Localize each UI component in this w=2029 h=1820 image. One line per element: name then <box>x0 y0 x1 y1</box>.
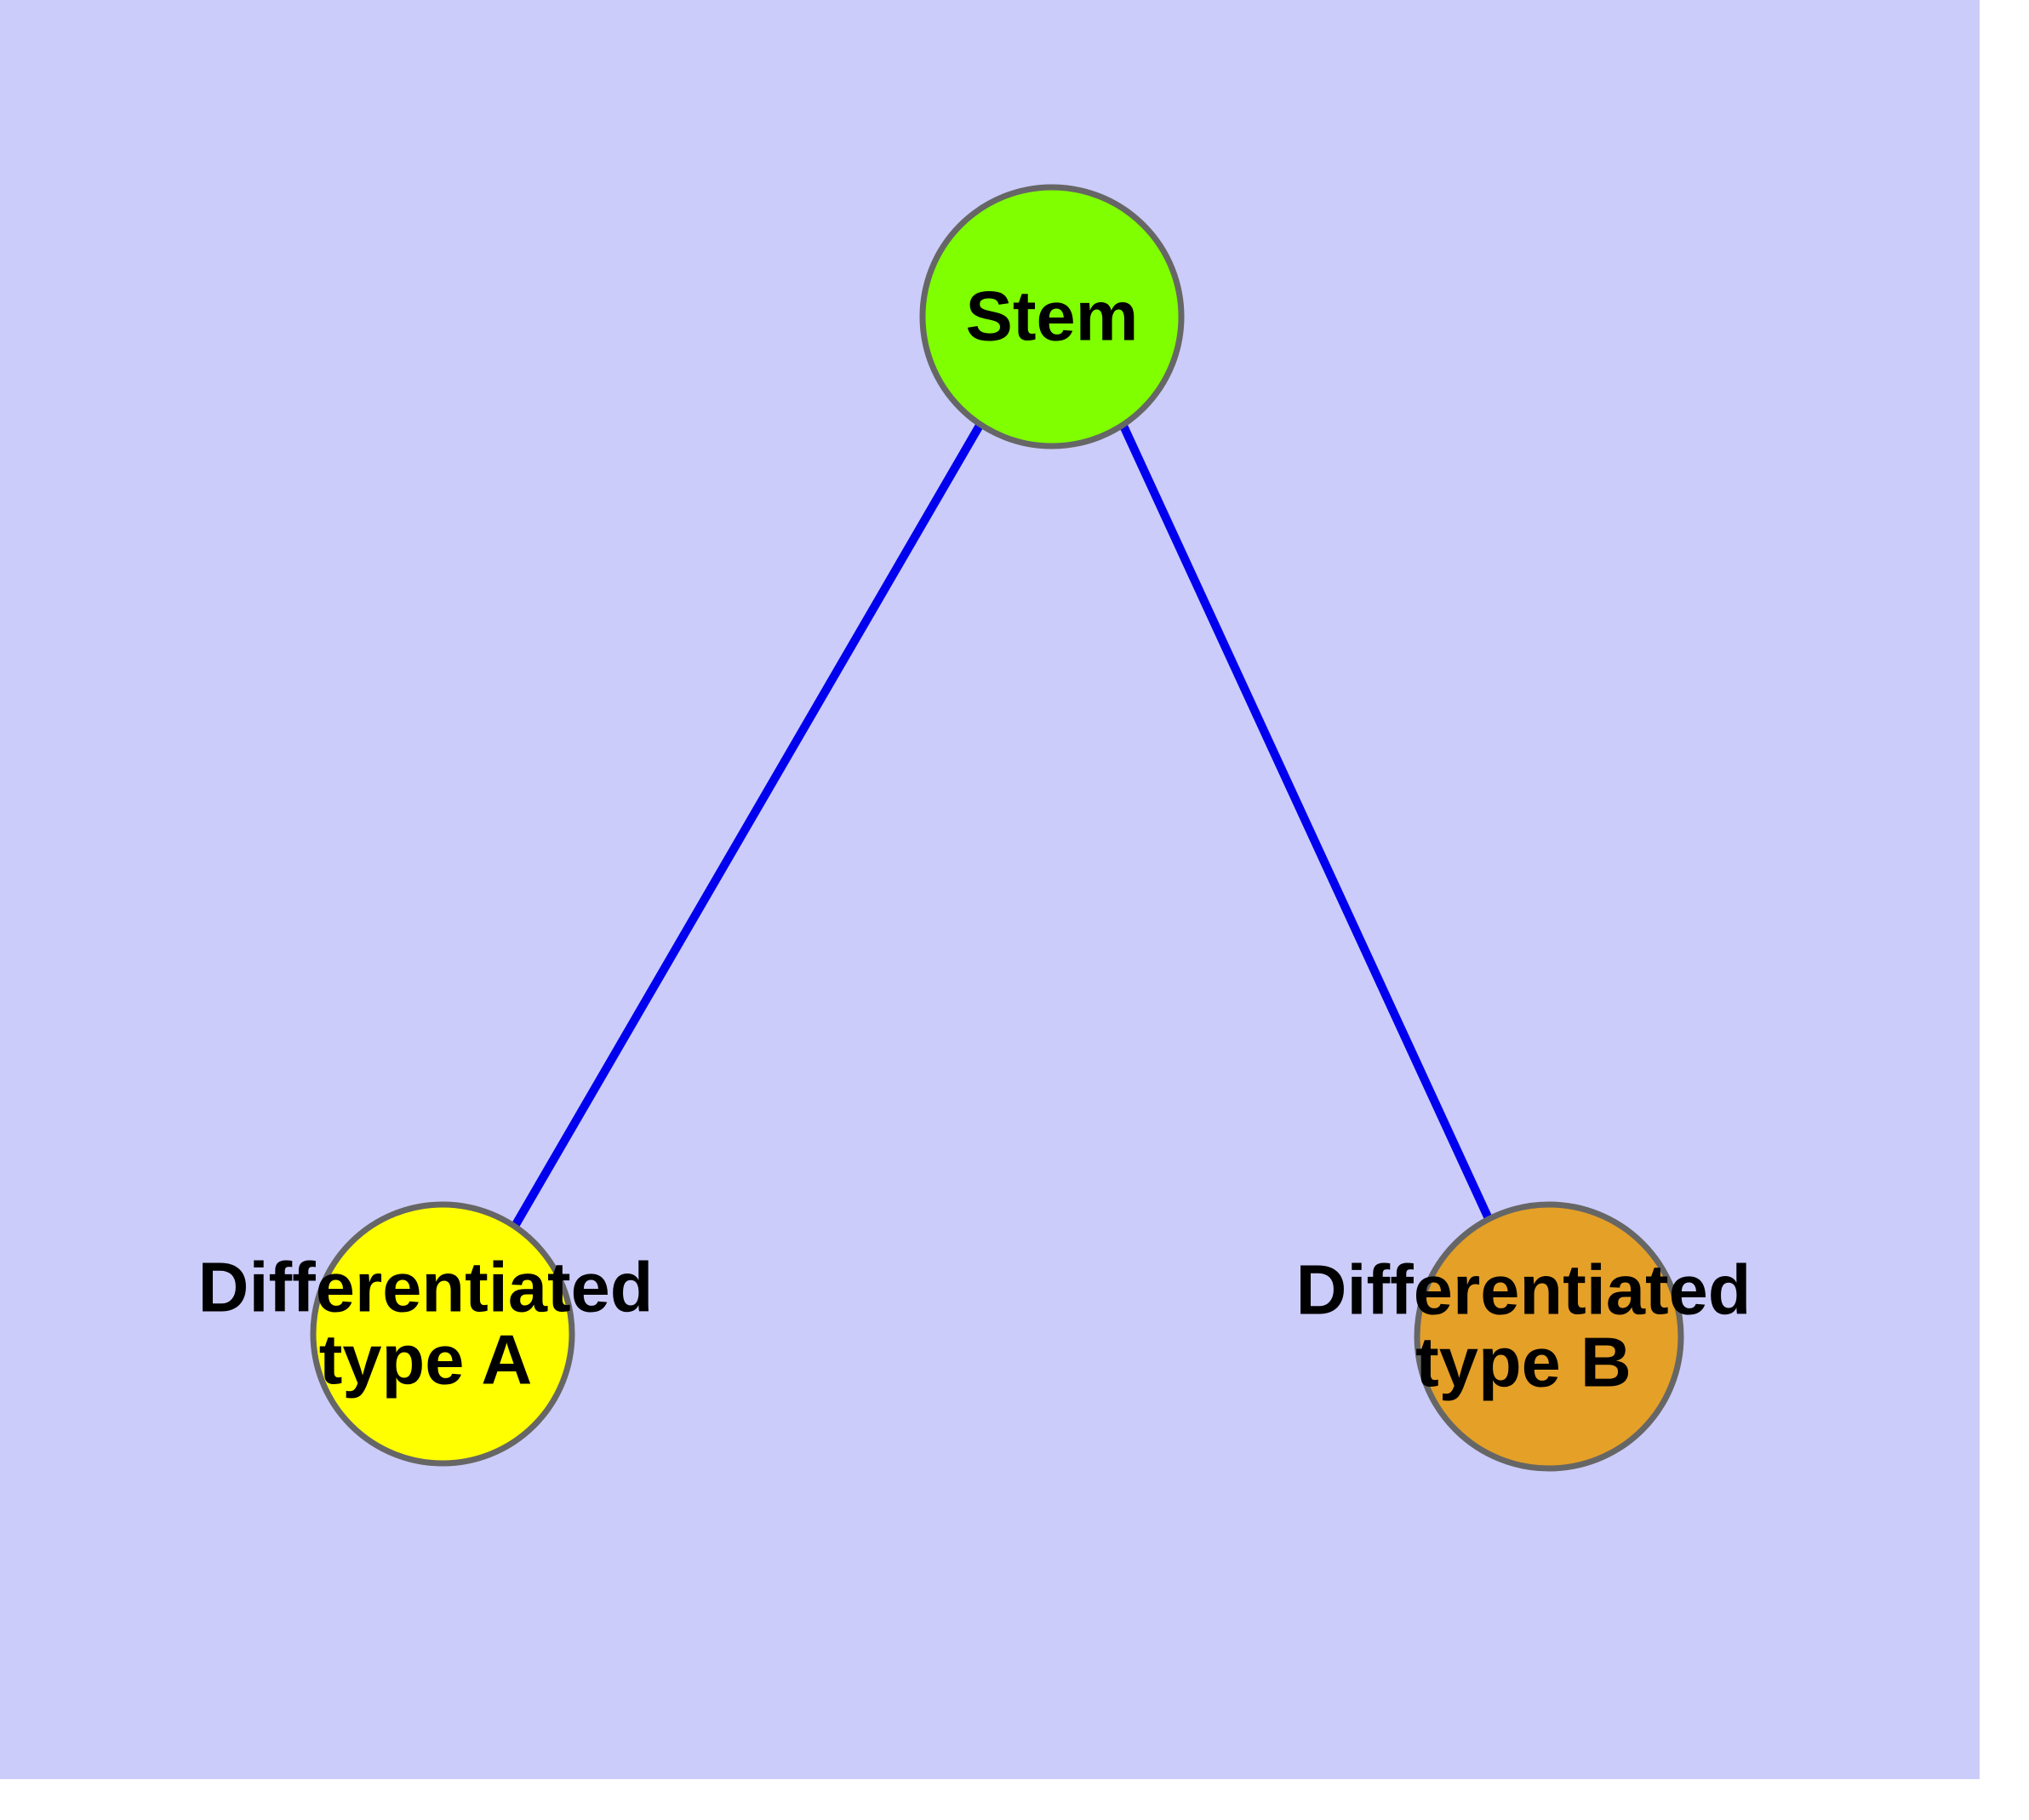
node-layer <box>310 184 1684 1472</box>
node-stem[interactable] <box>919 184 1185 449</box>
node-differentiated-type-b[interactable] <box>1414 1201 1684 1472</box>
edge-stem-to-diff-a <box>510 421 985 1230</box>
edge-layer <box>510 421 1495 1230</box>
node-differentiated-type-a[interactable] <box>310 1201 575 1467</box>
edge-stem-to-diff-b <box>1118 421 1495 1227</box>
